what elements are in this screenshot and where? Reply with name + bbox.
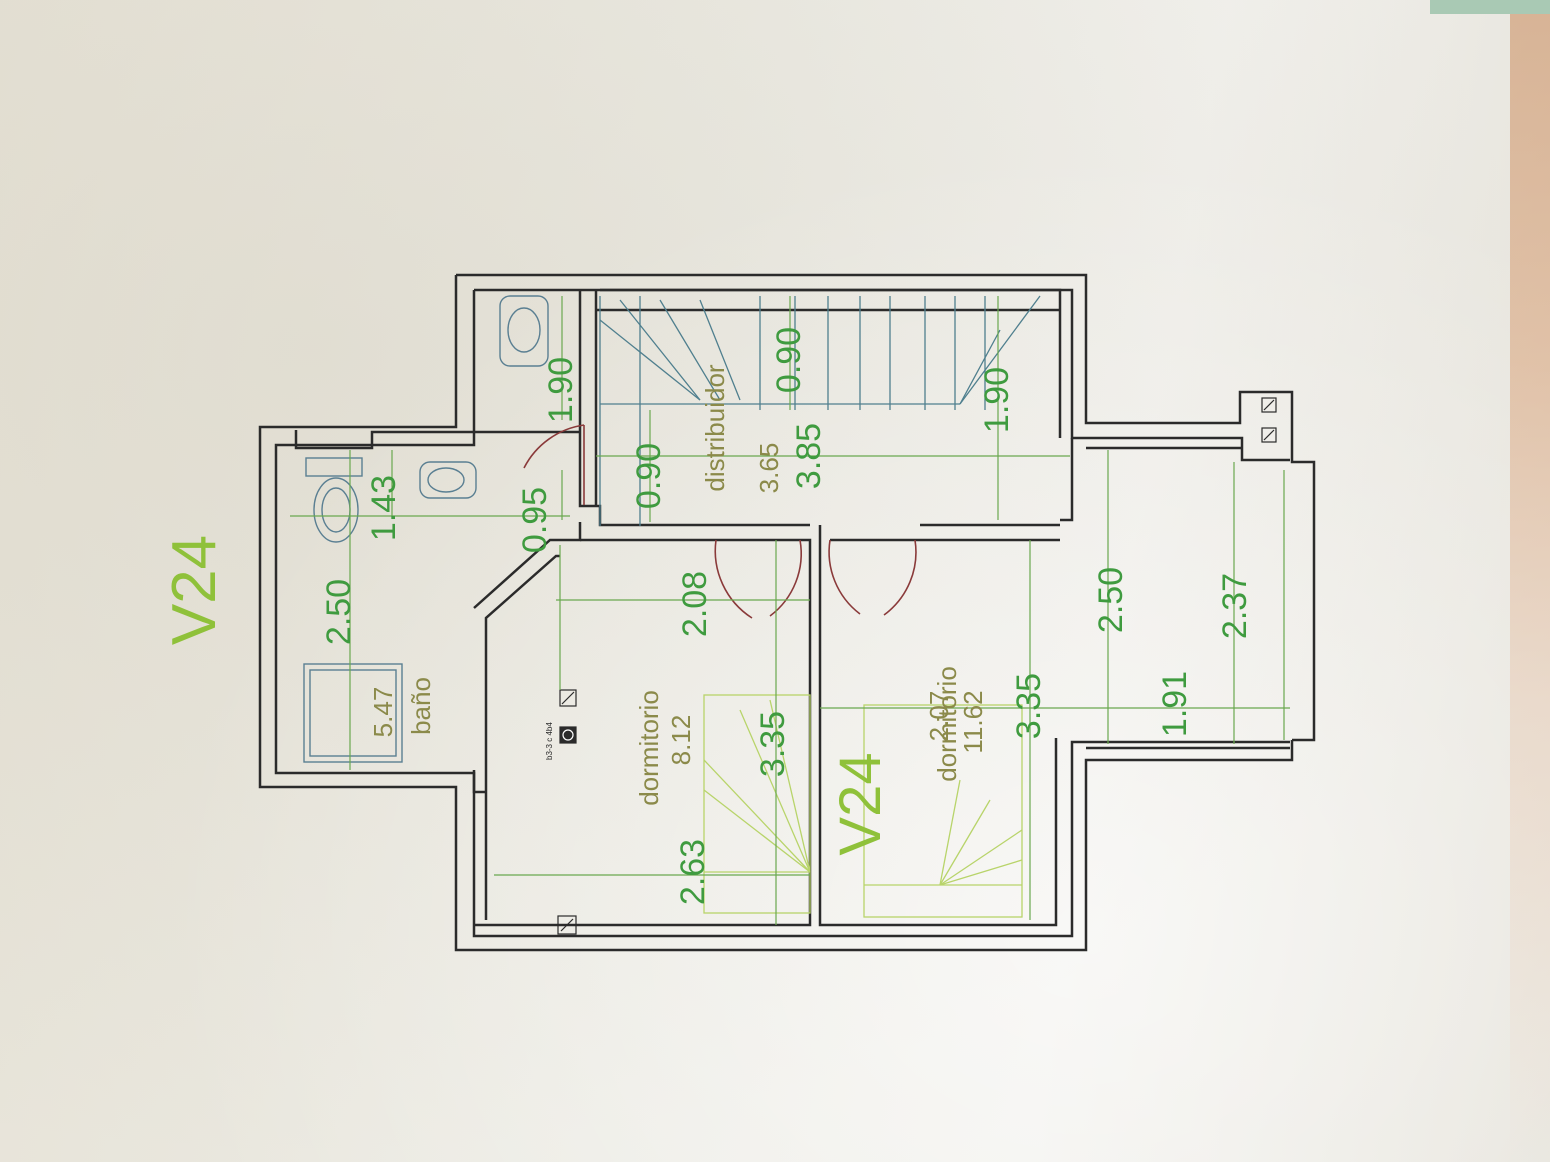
sink xyxy=(419,461,477,499)
room-name-dormitorio-1: dormitorio xyxy=(634,690,664,806)
dimension-lines xyxy=(290,296,1290,925)
room-area-distribuidor: 3.65 xyxy=(754,443,784,494)
bidet xyxy=(499,295,549,367)
dim-2-50-bath: 2.50 xyxy=(320,579,358,645)
dim-1-91: 1.91 xyxy=(1156,671,1194,737)
dimension-labels: 2.50 1.43 1.90 0.95 0.90 0.90 3.85 1.90 … xyxy=(320,327,1254,905)
room-name-distribuidor: distribuidor xyxy=(700,364,730,492)
room-area-dormitorio-1: 8.12 xyxy=(666,715,696,766)
paper-edge-green xyxy=(1430,0,1550,14)
room-name-bano: baño xyxy=(406,677,436,735)
electrical-symbols xyxy=(557,397,1277,935)
staircase-bedroom1 xyxy=(703,694,811,914)
dim-2-63: 2.63 xyxy=(674,839,712,905)
dim-2-50-right: 2.50 xyxy=(1092,567,1130,633)
dim-2-37: 2.37 xyxy=(1216,573,1254,639)
doors xyxy=(523,424,917,619)
staircase-bedroom2 xyxy=(863,704,1023,918)
plan-title-overlay: V24 xyxy=(828,752,893,855)
table-edge xyxy=(1510,14,1550,1162)
bathtub xyxy=(303,663,403,763)
toilet-tank xyxy=(305,457,363,477)
dim-0-90-stair: 0.90 xyxy=(770,327,808,393)
dim-3-35-left: 3.35 xyxy=(754,711,792,777)
room-name-dormitorio-2: dormitorio xyxy=(932,666,962,782)
dim-0-95: 0.95 xyxy=(516,487,554,553)
dim-1-43: 1.43 xyxy=(365,475,403,541)
plan-title: V24 xyxy=(160,535,229,645)
electrical-label: b3-3 c 4b4 xyxy=(545,722,554,760)
dim-0-90-left: 0.90 xyxy=(630,443,668,509)
dim-2-08: 2.08 xyxy=(676,571,714,637)
dim-3-85: 3.85 xyxy=(790,423,828,489)
room-overlap-dormitorio-2: 2.07 xyxy=(924,691,954,742)
room-area-bano: 5.47 xyxy=(368,687,398,738)
staircase-top xyxy=(599,295,1041,526)
room-area-dormitorio-2: 11.62 xyxy=(958,690,988,753)
room-labels: baño 5.47 dormitorio 8.12 distribuidor 3… xyxy=(368,364,988,806)
dim-1-90-right: 1.90 xyxy=(978,367,1016,433)
dim-3-35-right: 3.35 xyxy=(1010,673,1048,739)
bathroom-fixtures xyxy=(303,295,549,763)
dim-1-90-top: 1.90 xyxy=(542,357,580,423)
toilet-bowl xyxy=(313,477,359,543)
